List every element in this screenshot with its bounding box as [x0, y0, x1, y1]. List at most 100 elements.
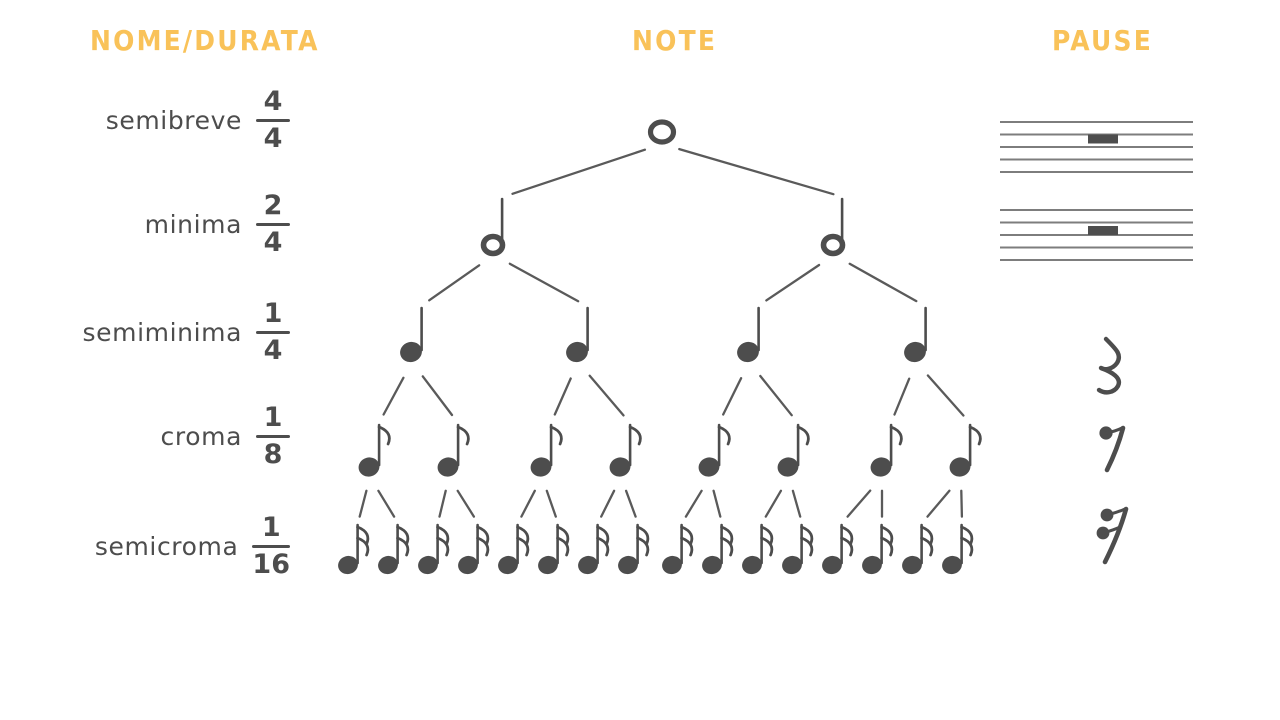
- tree-connector: [722, 377, 743, 416]
- sixteenth-rest-dot-upper: [1100, 508, 1114, 522]
- note-head: [378, 555, 398, 575]
- quarter-rest-stroke: [1096, 336, 1122, 395]
- note-flag: [880, 536, 894, 557]
- note-head: [870, 457, 892, 477]
- note-sixteenth-note: [378, 523, 410, 575]
- note-flag: [960, 536, 974, 557]
- note-head: [358, 457, 380, 477]
- whole-note-head: [647, 119, 677, 145]
- note-head: [437, 457, 459, 477]
- fraction-bar: [256, 118, 290, 122]
- column-header-name-duration: NOME/DURATA: [90, 24, 320, 57]
- sixteenth-rest-stem: [1102, 506, 1129, 565]
- note-eighth-note: [358, 423, 391, 477]
- fraction-denominator: 4: [263, 226, 283, 258]
- tree-connector: [382, 376, 405, 416]
- row-name-text: minima: [144, 209, 242, 239]
- note-flag: [920, 525, 934, 546]
- note-head: [742, 555, 762, 575]
- tree-connector: [358, 489, 368, 518]
- eighth-rest-stem: [1104, 425, 1126, 473]
- note-head: [942, 555, 962, 575]
- note-eighth-note: [870, 423, 903, 477]
- note-flag: [717, 425, 731, 446]
- note-flag: [356, 536, 370, 557]
- note-sixteenth-note: [458, 523, 490, 575]
- note-flag: [880, 525, 894, 546]
- note-head: [904, 341, 926, 363]
- tree-connectors: [358, 147, 965, 518]
- row-name-text: semiminima: [82, 317, 242, 347]
- sixteenth-rest-hook-lower: [1101, 525, 1122, 535]
- note-flag: [476, 536, 490, 557]
- note-head: [400, 341, 422, 363]
- fraction-denominator: 16: [252, 548, 290, 580]
- note-flag: [920, 536, 934, 557]
- tree-connector: [553, 377, 572, 416]
- note-head: [662, 555, 682, 575]
- note-sixteenth-note: [538, 523, 570, 575]
- note-sixteenth-note: [578, 523, 610, 575]
- row-name-text: semibreve: [105, 105, 242, 135]
- sixteenth-rest: [1096, 506, 1129, 565]
- note-flag: [436, 525, 450, 546]
- note-head: [902, 555, 922, 575]
- note-head: [609, 457, 631, 477]
- fraction-denominator: 8: [263, 438, 283, 470]
- note-head: [737, 341, 759, 363]
- fraction-denominator: 4: [263, 122, 283, 154]
- tree-connector: [926, 374, 965, 417]
- note-head: [618, 555, 638, 575]
- tree-connector: [960, 489, 964, 518]
- note-head: [698, 457, 720, 477]
- note-sixteenth-note: [338, 523, 370, 575]
- note-sixteenth-note: [782, 523, 814, 575]
- note-flag: [396, 525, 410, 546]
- note-head: [822, 555, 842, 575]
- note-sixteenth-note: [902, 523, 934, 575]
- note-flag: [356, 525, 370, 546]
- note-head: [578, 555, 598, 575]
- note-flag: [960, 525, 974, 546]
- quarter-rest: [1096, 336, 1122, 395]
- fraction-numerator: 4: [263, 85, 283, 117]
- half-note-head: [480, 233, 506, 257]
- eighth-rest-dot: [1099, 426, 1113, 440]
- tree-connector: [428, 264, 481, 302]
- column-header-notes: NOTE: [632, 24, 718, 57]
- tree-connector: [508, 262, 580, 303]
- fraction-bar: [252, 544, 290, 548]
- tree-connector: [377, 489, 396, 518]
- tree-connector: [764, 489, 783, 518]
- note-flag: [680, 525, 694, 546]
- eighth-rest: [1099, 425, 1126, 473]
- staff-whole-rest: [1000, 120, 1193, 174]
- sixteenth-rest-dot-lower: [1096, 526, 1110, 540]
- note-flag: [889, 425, 903, 446]
- sixteenth-rest-hook-upper: [1105, 507, 1127, 517]
- note-flag: [720, 536, 734, 557]
- note-head: [566, 341, 588, 363]
- note-sixteenth-note: [498, 523, 530, 575]
- rest-glyphs: [1000, 120, 1193, 565]
- tree-connector: [511, 148, 647, 195]
- note-sixteenth-note: [742, 523, 774, 575]
- tree-connector: [421, 375, 454, 417]
- tree-connector: [678, 147, 835, 196]
- tree-connector: [765, 263, 821, 302]
- note-sixteenth-note: [418, 523, 450, 575]
- tree-connector: [520, 489, 536, 518]
- fraction-numerator: 1: [263, 297, 283, 329]
- note-flag: [800, 525, 814, 546]
- tree-connector: [456, 489, 476, 518]
- whole-rest: [1088, 134, 1118, 144]
- note-flag: [628, 425, 642, 446]
- note-eighth-note: [437, 423, 470, 477]
